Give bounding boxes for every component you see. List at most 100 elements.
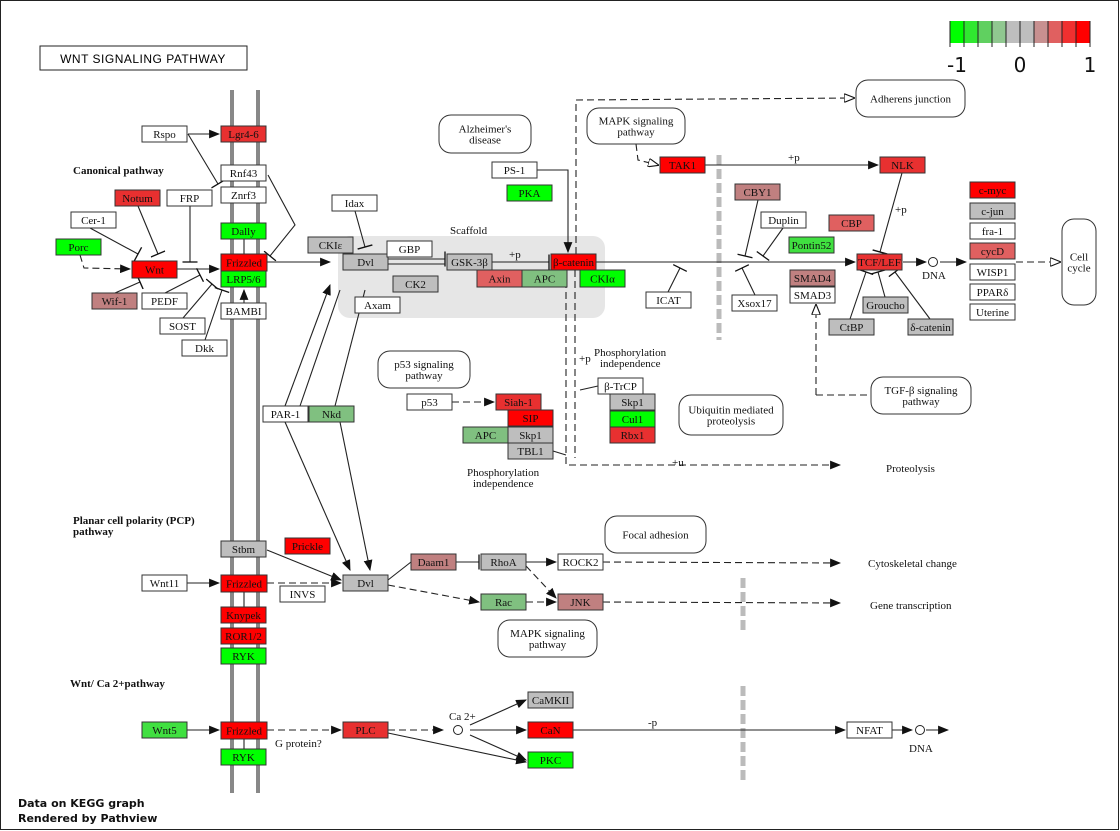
gene-node-ryk2[interactable]: RYK (220, 748, 267, 766)
gene-node-sip[interactable]: SIP (507, 409, 554, 427)
gene-node-axin[interactable]: Axin (476, 269, 523, 288)
node-label: GSK-3β (451, 257, 488, 269)
gene-node-knypek[interactable]: Knypek (220, 606, 267, 624)
gene-node-wif1[interactable]: Wif-1 (91, 292, 138, 310)
gene-node-tak1[interactable]: TAK1 (659, 156, 706, 174)
gene-node-cycd[interactable]: cycD (969, 242, 1016, 260)
gene-node-prickle[interactable]: Prickle (284, 537, 331, 555)
gene-node-dkk[interactable]: Dkk (181, 339, 228, 357)
gene-node-rock2[interactable]: ROCK2 (557, 553, 604, 571)
gene-node-duplin[interactable]: Duplin (760, 211, 807, 229)
gene-node-dvl2[interactable]: Dvl (342, 574, 389, 592)
gene-node-xsox[interactable]: Xsox17 (731, 294, 778, 312)
gene-node-par1[interactable]: PAR-1 (262, 405, 309, 423)
pathway-map-focal[interactable]: Focal adhesion (604, 515, 707, 554)
gene-node-axam[interactable]: Axam (354, 296, 401, 314)
gene-node-fzd1[interactable]: Frizzled (220, 253, 268, 272)
gene-node-tbl1[interactable]: TBL1 (507, 442, 554, 460)
gene-node-ckia[interactable]: CKIα (579, 269, 626, 288)
gene-node-gsk[interactable]: GSK-3β (446, 253, 493, 271)
gene-node-smad4[interactable]: SMAD4 (789, 269, 836, 287)
gene-node-idax[interactable]: Idax (331, 194, 378, 212)
gene-node-rspo[interactable]: Rspo (141, 125, 188, 143)
gene-node-cmyc[interactable]: c-myc (969, 181, 1016, 199)
gene-node-rhoa[interactable]: RhoA (480, 553, 527, 571)
gene-node-porc[interactable]: Porc (55, 238, 102, 256)
gene-node-uterine[interactable]: Uterine (969, 303, 1016, 321)
gene-node-pontin[interactable]: Pontin52 (788, 236, 835, 254)
gene-node-wnt5[interactable]: Wnt5 (141, 721, 188, 739)
gene-node-p53[interactable]: p53 (406, 393, 453, 411)
gene-node-ppard[interactable]: PPARδ (969, 283, 1016, 301)
gene-node-frp[interactable]: FRP (166, 189, 213, 207)
gene-node-bcat[interactable]: β-catenin (550, 253, 597, 271)
gene-node-cul1[interactable]: Cul1 (609, 410, 656, 428)
label-p_tak: +p (788, 152, 800, 164)
gene-node-pedf[interactable]: PEDF (141, 292, 188, 310)
gene-node-lgr[interactable]: Lgr4-6 (220, 125, 267, 143)
gene-node-bambi[interactable]: BAMBI (220, 302, 267, 320)
gene-node-ctbp[interactable]: CtBP (828, 318, 875, 336)
gene-node-stbm[interactable]: Stbm (220, 540, 267, 558)
gene-node-wnt11[interactable]: Wnt11 (141, 574, 188, 592)
gene-node-ckie[interactable]: CKIε (307, 236, 354, 254)
gene-node-rnf43[interactable]: Rnf43 (220, 164, 267, 182)
gene-node-icat[interactable]: ICAT (645, 291, 692, 309)
gene-node-btrcp[interactable]: β-TrCP (597, 377, 644, 395)
gene-node-notum[interactable]: Notum (114, 189, 161, 207)
gene-node-daam1[interactable]: Daam1 (410, 553, 457, 571)
gene-node-apc2[interactable]: APC (462, 426, 509, 444)
gene-node-fzd2[interactable]: Frizzled (220, 574, 268, 593)
gene-node-rac[interactable]: Rac (480, 593, 527, 611)
gene-node-wnt[interactable]: Wnt (131, 260, 178, 279)
gene-node-cbp[interactable]: CBP (828, 214, 875, 232)
gene-node-jnk[interactable]: JNK (557, 593, 604, 611)
gene-node-dcat[interactable]: δ-catenin (907, 318, 954, 336)
gene-node-lrp[interactable]: LRP5/6 (220, 270, 267, 288)
gene-node-invs[interactable]: INVS (279, 585, 326, 603)
map-label: Focal adhesion (622, 530, 689, 542)
gene-node-plc[interactable]: PLC (342, 721, 389, 739)
pathway-map-adherens[interactable]: Adherens junction (855, 79, 966, 118)
gene-node-skp1b[interactable]: Skp1 (609, 393, 656, 411)
gene-node-fra1[interactable]: fra-1 (969, 222, 1016, 240)
gene-node-fzd3[interactable]: Frizzled (220, 721, 268, 740)
gene-node-dvl1[interactable]: Dvl (342, 253, 389, 271)
gene-node-pkc[interactable]: PKC (527, 751, 574, 769)
gene-node-rbx1[interactable]: Rbx1 (609, 426, 656, 444)
gene-node-tcf[interactable]: TCF/LEF (856, 253, 903, 271)
gene-node-ck2[interactable]: CK2 (392, 275, 439, 293)
gene-node-nfat[interactable]: NFAT (846, 721, 893, 739)
gene-node-pka[interactable]: PKA (506, 184, 553, 202)
gene-node-cer1[interactable]: Cer-1 (70, 211, 117, 229)
gene-node-wisp1[interactable]: WISP1 (969, 263, 1016, 281)
gene-node-ryk1[interactable]: RYK (220, 647, 267, 665)
node-box (879, 156, 926, 174)
gene-node-sost[interactable]: SOST (159, 317, 206, 335)
gene-node-smad3[interactable]: SMAD3 (789, 286, 836, 304)
gene-node-skp1a[interactable]: Skp1 (507, 426, 554, 444)
gene-node-znrf3[interactable]: Znrf3 (220, 186, 267, 204)
gene-node-ror[interactable]: ROR1/2 (220, 627, 267, 645)
gene-node-groucho[interactable]: Groucho (862, 296, 909, 314)
gene-node-apc1[interactable]: APC (521, 269, 568, 288)
node-label: GBP (399, 244, 420, 256)
gene-node-dally[interactable]: Dally (220, 222, 267, 240)
gene-node-nlk[interactable]: NLK (879, 156, 926, 174)
gene-node-camkii[interactable]: CaMKII (527, 691, 574, 709)
gene-node-nkd[interactable]: Nkd (308, 405, 355, 423)
gene-node-can[interactable]: CaN (527, 721, 574, 739)
gene-node-cjun[interactable]: c-jun (969, 202, 1016, 220)
label-minus_p: -p (648, 717, 658, 729)
gene-node-ps1[interactable]: PS-1 (491, 161, 538, 179)
gene-node-cby1[interactable]: CBY1 (734, 183, 781, 201)
gene-node-gbp[interactable]: GBP (386, 240, 433, 258)
gene-node-siah[interactable]: Siah-1 (495, 393, 542, 411)
